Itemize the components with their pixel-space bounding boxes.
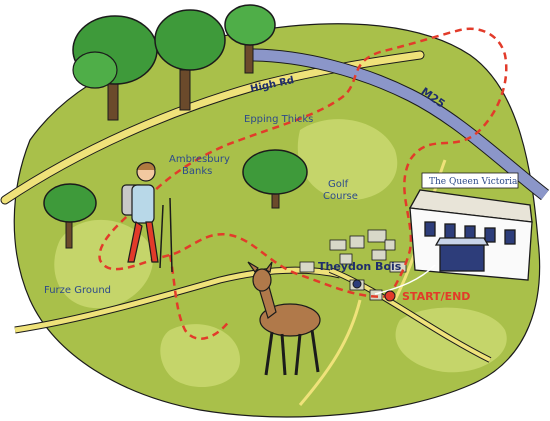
start-marker-icon <box>384 290 396 302</box>
hiker-icon <box>121 161 173 273</box>
village-road-fill <box>329 268 491 362</box>
tree-icon <box>242 149 308 209</box>
label-epping-thicks: Epping Thicks <box>244 114 313 125</box>
field-patch <box>54 219 153 309</box>
pub-label-box <box>421 172 519 189</box>
m25-motorway-fill <box>249 49 549 200</box>
label-banks: Banks <box>182 166 212 177</box>
walking-route <box>98 27 508 298</box>
label-pub-name: The Queen Victoria <box>429 177 518 187</box>
high-road-fill <box>1 51 424 204</box>
pub-building-icon <box>408 189 533 281</box>
label-start-end: START/END <box>402 290 470 303</box>
lane <box>298 299 362 406</box>
label-furze-ground: Furze Ground <box>44 285 111 296</box>
pub-pointer <box>374 264 436 295</box>
field-patch <box>160 324 240 388</box>
label-ambresbury: Ambresbury <box>169 154 230 165</box>
field-patch <box>297 119 398 200</box>
label-theydon-bois: Theydon Bois <box>318 260 402 273</box>
walking-route-loop <box>168 254 231 340</box>
tree-icon <box>43 183 97 249</box>
tree-icon <box>154 9 226 111</box>
deer-icon <box>247 261 321 376</box>
tree-icon <box>72 15 158 121</box>
tree-icon <box>224 4 276 74</box>
label-golf: Golf <box>328 179 349 190</box>
label-course: Course <box>323 191 358 202</box>
station-marker-icon <box>352 279 362 289</box>
